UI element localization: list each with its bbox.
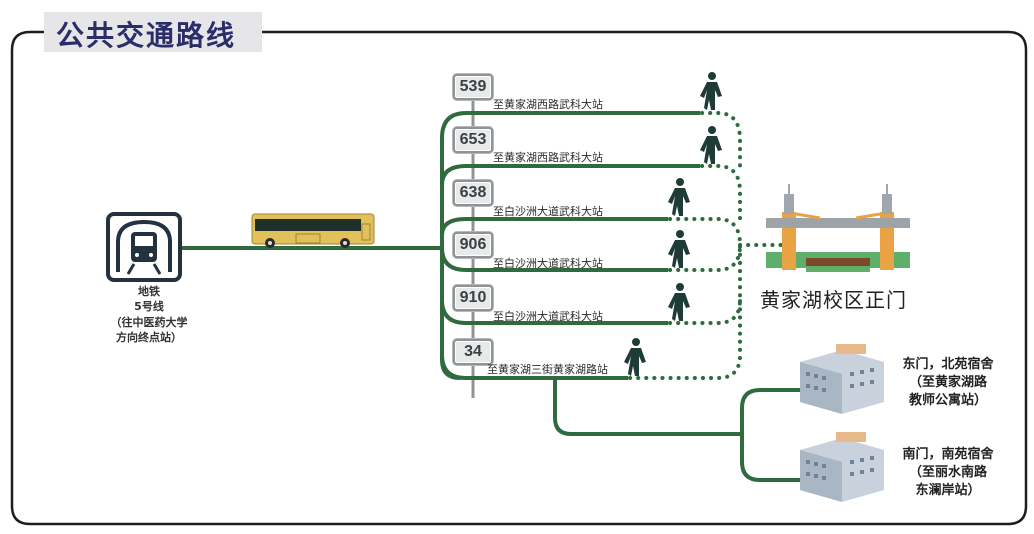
campus-gate-icon xyxy=(766,184,910,272)
bus-route-sign: 653 xyxy=(453,127,493,153)
walk-path-34 xyxy=(628,298,742,380)
metro-label-line1: 地铁 xyxy=(138,285,160,298)
bus-route-sign: 638 xyxy=(453,180,493,206)
walk-path-910 xyxy=(668,243,742,325)
dorm-north-line1: 东门，北苑宿舍 xyxy=(902,357,994,372)
dorm-south-line2: （至丽水南路 xyxy=(908,465,987,480)
route-line-910 xyxy=(440,299,668,325)
dorm-south-line1: 南门，南苑宿舍 xyxy=(902,447,994,462)
metro-label-line3: （往中医药大学 xyxy=(110,316,188,329)
walk-path-653 xyxy=(700,164,742,221)
walk-path-906 xyxy=(668,243,742,272)
dorm-building-icon-south xyxy=(800,432,884,502)
walker-icon xyxy=(668,230,690,268)
dorm-south-label: 南门，南苑宿舍 （至丽水南路 东澜岸站） xyxy=(888,446,1008,500)
route-line-906 xyxy=(440,247,668,272)
dorm-connector xyxy=(553,378,742,436)
dorm-north-label: 东门，北苑宿舍 （至黄家湖路 教师公寓站） xyxy=(888,356,1008,410)
dorm-south-line3: 东澜岸站） xyxy=(915,483,981,498)
walk-path-638 xyxy=(668,217,742,247)
route-destination: 至黄家湖西路武科大站 xyxy=(493,151,603,164)
walk-path-539 xyxy=(700,111,742,168)
campus-gate-label: 黄家湖校区正门 xyxy=(760,288,907,312)
page-title: 公共交通路线 xyxy=(56,19,237,52)
route-line-653 xyxy=(440,164,700,186)
dorm-building-icon-north xyxy=(800,344,884,414)
dorm-north-line3: 教师公寓站） xyxy=(908,393,987,408)
bus-route-sign: 539 xyxy=(453,74,493,100)
walker-icon xyxy=(668,283,690,321)
route-destination: 至黄家湖三街黄家湖路站 xyxy=(487,363,608,376)
route-destination: 至黄家湖西路武科大站 xyxy=(493,98,603,111)
bus-route-sign: 906 xyxy=(453,232,493,258)
walker-icon xyxy=(668,178,690,216)
walker-icon xyxy=(700,72,722,110)
title-background xyxy=(44,12,262,52)
frame-border xyxy=(10,30,1028,526)
route-line-539 xyxy=(440,111,700,139)
walker-icons xyxy=(624,72,722,376)
metro-label-line4: 方向终点站） xyxy=(116,331,182,344)
route-destination: 至白沙洲大道武科大站 xyxy=(493,257,603,270)
route-line-638 xyxy=(440,217,668,236)
metro-train-icon xyxy=(106,212,182,282)
bus-icon xyxy=(251,213,375,248)
walker-icon xyxy=(624,338,646,376)
dorm-north-line2: （至黄家湖路 xyxy=(908,375,987,390)
route-destination: 至白沙洲大道武科大站 xyxy=(493,310,603,323)
bus-route-sign: 34 xyxy=(453,339,493,365)
dorm-fork xyxy=(740,388,800,482)
metro-label-line2: 5号线 xyxy=(134,300,164,313)
route-line-34 xyxy=(440,354,628,380)
route-destination: 至白沙洲大道武科大站 xyxy=(493,205,603,218)
walker-icon xyxy=(700,126,722,164)
bus-route-sign: 910 xyxy=(453,285,493,311)
